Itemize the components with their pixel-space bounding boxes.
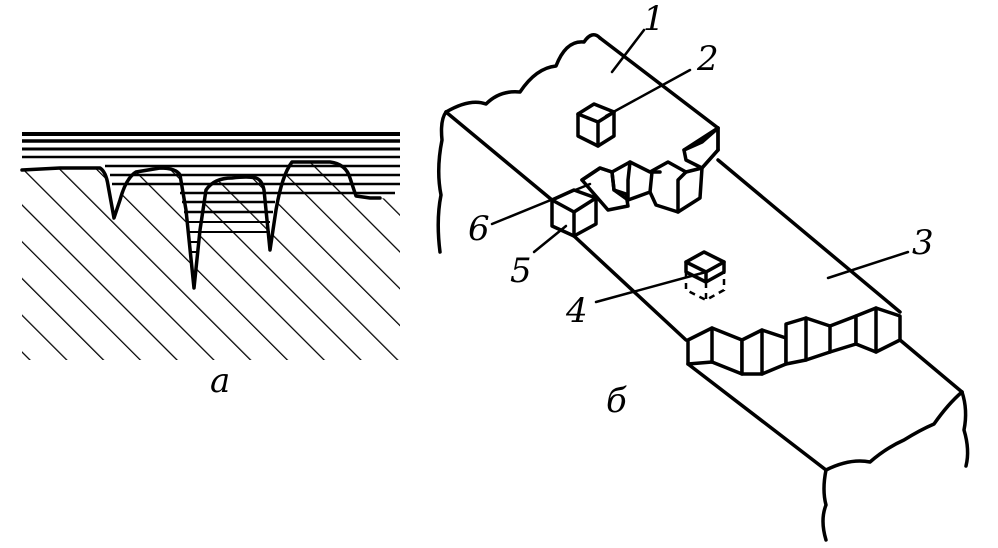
leader-4 [594, 270, 708, 304]
label-1: 1 [643, 0, 665, 39]
leader-3 [826, 250, 910, 280]
lower-step-blocks [686, 306, 902, 376]
broken-edge-right [960, 390, 970, 468]
cube-2 [576, 102, 616, 148]
panel-b-caption: б [606, 381, 627, 421]
panel-a-cross-section: а [20, 132, 400, 401]
label-4: 4 [565, 291, 588, 331]
panel-b-specimen: 1 2 3 4 5 6 б [436, 0, 970, 542]
label-2: 2 [696, 39, 719, 79]
leader-2 [604, 68, 692, 118]
leader-6 [490, 182, 592, 226]
upper-step-blocks [550, 126, 720, 238]
lower-plate-left-edge [686, 362, 828, 472]
label-5: 5 [510, 251, 532, 291]
fracture-edge-top [444, 33, 602, 114]
label-3: 3 [912, 223, 934, 263]
broken-edge-left [436, 110, 448, 254]
broken-edge-bottom [821, 468, 828, 542]
top-surface-outline [598, 36, 720, 130]
fracture-edge-bottom [824, 390, 964, 472]
plate-edge-right [716, 158, 902, 314]
leader-1 [610, 28, 646, 74]
lower-plate-right-edge [898, 338, 964, 394]
plate-edge-left [572, 234, 688, 342]
cube-4 [684, 250, 726, 302]
label-6: 6 [468, 209, 490, 249]
upper-plate-left-edge [444, 110, 554, 202]
panel-a-caption: а [210, 361, 230, 401]
surface-profile [20, 160, 382, 290]
leader-5 [532, 224, 568, 254]
solid-material-hatched [22, 162, 400, 360]
